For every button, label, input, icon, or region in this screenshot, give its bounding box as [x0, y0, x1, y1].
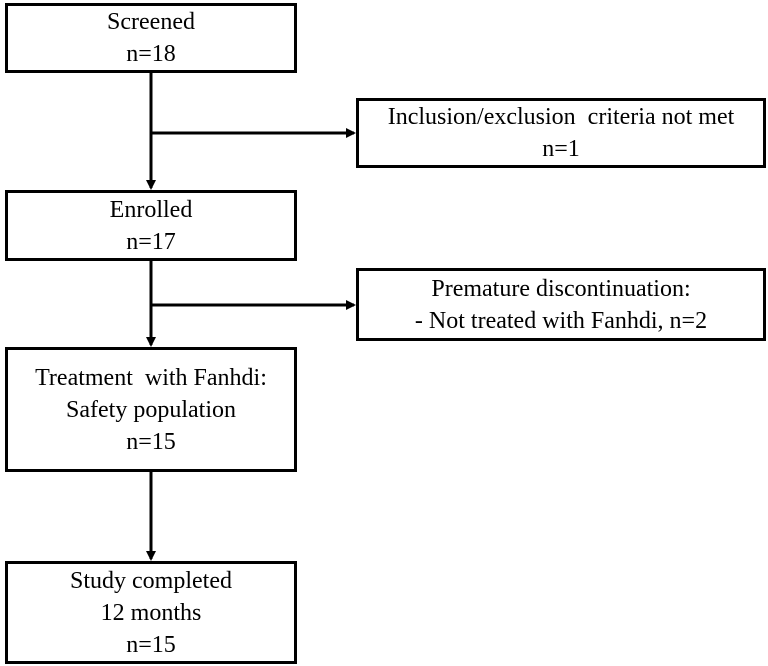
discontinuation-label: Premature discontinuation:: [431, 275, 691, 302]
enrolled-box: Enrolled n=17: [5, 190, 297, 261]
exclusion-criteria-box: Inclusion/exclusion criteria not met n=1: [356, 98, 766, 168]
completed-duration: 12 months: [100, 599, 202, 626]
completed-label: Study completed: [70, 567, 232, 594]
completed-count: n=15: [126, 631, 176, 658]
enrolled-count: n=17: [126, 228, 176, 255]
discontinuation-reason: - Not treated with Fanhdi, n=2: [414, 307, 708, 334]
premature-discontinuation-box: Premature discontinuation: - Not treated…: [356, 268, 766, 341]
treatment-population: Safety population: [66, 396, 236, 423]
enrolled-label: Enrolled: [109, 196, 193, 223]
screened-count: n=18: [126, 41, 176, 67]
screened-box: Screened n=18: [5, 3, 297, 73]
exclusion-label: Inclusion/exclusion criteria not met: [387, 104, 735, 130]
screened-label: Screened: [107, 9, 195, 35]
treatment-box: Treatment with Fanhdi: Safety population…: [5, 347, 297, 472]
study-completed-box: Study completed 12 months n=15: [5, 561, 297, 664]
exclusion-count: n=1: [542, 136, 580, 162]
treatment-label: Treatment with Fanhdi:: [35, 364, 267, 391]
treatment-count: n=15: [126, 428, 176, 455]
